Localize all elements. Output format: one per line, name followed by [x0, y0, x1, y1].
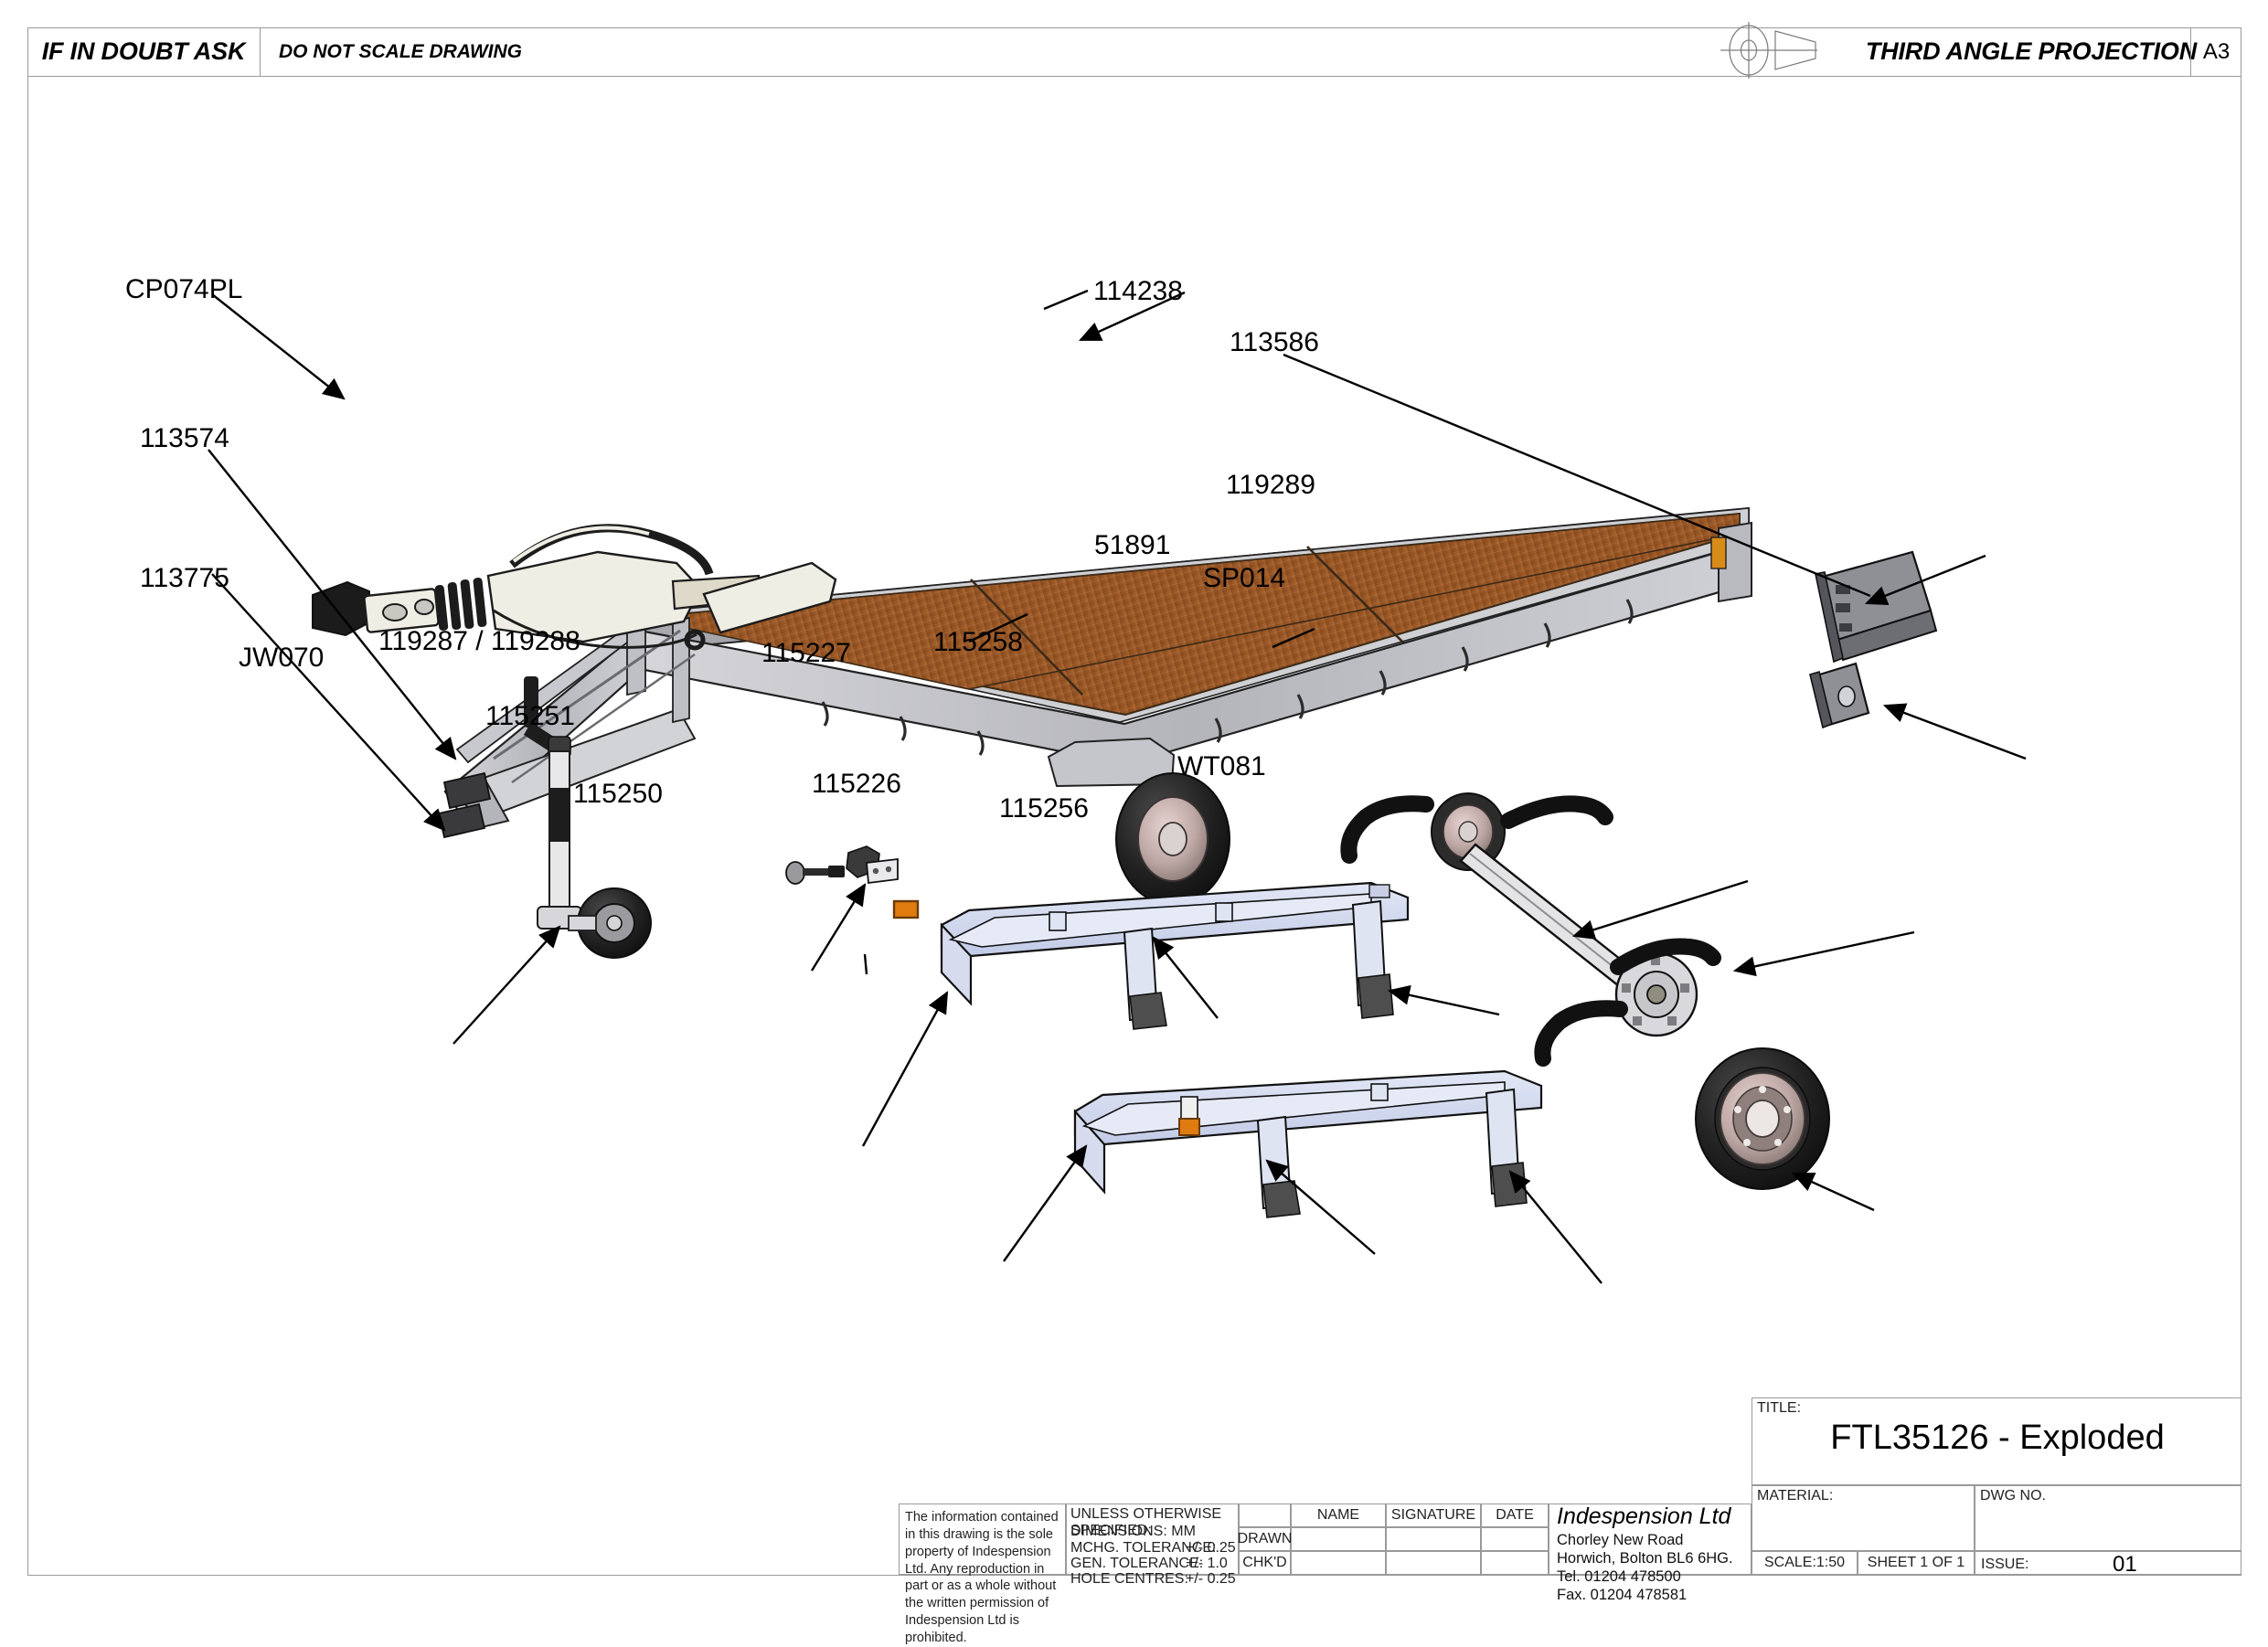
approval-drawn-signature[interactable] — [1386, 1527, 1481, 1551]
callout-cp074pl: CP074PL — [125, 274, 243, 304]
callout-119289: 119289 — [1226, 470, 1315, 500]
copyright-note-cell: The information contained in this drawin… — [899, 1504, 1066, 1645]
approval-header-date: DATE — [1481, 1504, 1549, 1527]
issue-label: ISSUE: — [1981, 1557, 2029, 1572]
approval-header-signature: SIGNATURE — [1386, 1504, 1481, 1527]
leader-lines-plain — [863, 289, 1871, 975]
spec-row-3-label: HOLE CENTRES: — [1070, 1571, 1188, 1587]
scale-cell: SCALE:1:50 — [1752, 1551, 1858, 1575]
lower-mudguard-rail-assembly — [1073, 1069, 1543, 1218]
callout-115258: 115258 — [933, 627, 1023, 657]
material-cell: MATERIAL: — [1752, 1485, 1975, 1551]
company-name: Indespension Ltd — [1557, 1504, 1731, 1529]
approval-chkd-signature[interactable] — [1386, 1551, 1481, 1575]
approval-col-name: NAME — [1316, 1507, 1360, 1523]
callout-113574: 113574 — [140, 423, 229, 453]
sheet-size-label: A3 — [2202, 38, 2231, 64]
sheet-size-box: A3 — [2190, 27, 2241, 76]
copyright-note: The information contained in this drawin… — [905, 1510, 1059, 1645]
exploded-assembly-drawing — [208, 289, 2027, 1284]
spec-heading: UNLESS OTHERWISE SPECIFIED: — [1070, 1506, 1222, 1538]
title-cell: TITLE: FTL35126 - Exploded — [1752, 1397, 2241, 1485]
spec-cell: UNLESS OTHERWISE SPECIFIED: DIMENSIONS: … — [1066, 1504, 1239, 1587]
spec-row-2-value: +/- 1.0 — [1186, 1556, 1228, 1571]
callout-113586: 113586 — [1230, 327, 1319, 357]
third-angle-projection-icon — [1720, 22, 1817, 79]
do-not-scale-label: DO NOT SCALE DRAWING — [279, 40, 522, 62]
callout-51891: 51891 — [1094, 530, 1171, 560]
company-cell: Indespension Ltd Chorley New Road Horwic… — [1549, 1504, 1752, 1603]
callout-wt081: WT081 — [1177, 751, 1266, 781]
issue-value: 01 — [2113, 1552, 2137, 1577]
callout-115227: 115227 — [761, 638, 851, 668]
callout-sp014: SP014 — [1203, 563, 1286, 593]
axle-assembly — [1340, 792, 1721, 1067]
drawing-frame — [27, 27, 2241, 1576]
callout-114238: 114238 — [1093, 276, 1183, 306]
if-in-doubt-box: IF IN DOUBT ASK — [27, 27, 261, 76]
drawing-sheet: IF IN DOUBT ASK DO NOT SCALE DRAWING THI… — [27, 22, 2241, 1645]
spec-row-2-label: GEN. TOLERANCE: — [1070, 1556, 1204, 1571]
upper-mudguard-rail-assembly — [940, 881, 1410, 1030]
callout-115251: 115251 — [485, 701, 575, 731]
coupling-head-assembly — [312, 524, 837, 651]
header-rule — [27, 76, 2241, 77]
approval-row-chkd-label: CHK'D — [1239, 1551, 1291, 1575]
spare-road-wheel — [1695, 1047, 1830, 1190]
trailer-deck — [627, 506, 1752, 788]
company-fax: Fax. 01204 478581 — [1557, 1587, 1688, 1604]
approval-label-chkd: CHK'D — [1242, 1555, 1287, 1570]
scale-value: SCALE:1:50 — [1763, 1555, 1846, 1570]
approval-col-date: DATE — [1496, 1507, 1534, 1523]
approval-row-drawn-label: DRAWN — [1237, 1527, 1293, 1551]
dwg-no-cell: DWG NO. — [1975, 1485, 2241, 1551]
approval-header-name: NAME — [1291, 1504, 1386, 1527]
projection-note: THIRD ANGLE PROJECTION — [1866, 27, 2197, 76]
approval-chkd-name[interactable] — [1291, 1551, 1386, 1575]
approval-chkd-date[interactable] — [1481, 1551, 1549, 1575]
callout-113775: 113775 — [140, 563, 229, 593]
dwg-no-label: DWG NO. — [1980, 1488, 2046, 1504]
trailer-road-wheel — [1115, 772, 1230, 906]
approval-drawn-name[interactable] — [1291, 1527, 1386, 1551]
issue-cell: ISSUE: 01 — [1975, 1551, 2241, 1577]
if-in-doubt-label: IF IN DOUBT ASK — [41, 37, 246, 65]
sheet-value: SHEET 1 OF 1 — [1867, 1555, 1965, 1570]
jockey-wheel-assembly — [524, 676, 652, 959]
company-address-line2: Horwich, Bolton BL6 6HG. — [1557, 1550, 1733, 1567]
sheet-cell: SHEET 1 OF 1 — [1858, 1551, 1975, 1575]
leader-lines — [208, 291, 2027, 1284]
spec-row-1-label: MCHG. TOLERANCE: — [1070, 1540, 1217, 1556]
drawing-title: FTL35126 - Exploded — [1830, 1419, 2165, 1457]
approval-drawn-date[interactable] — [1481, 1527, 1549, 1551]
small-fasteners-group — [785, 845, 920, 919]
spec-row-0-label: DIMENSIONS: MM — [1070, 1524, 1196, 1539]
spec-row-3-value: +/- 0.25 — [1186, 1571, 1236, 1587]
approval-label-drawn: DRAWN — [1237, 1531, 1293, 1546]
company-tel: Tel. 01204 478500 — [1557, 1568, 1681, 1586]
callout-jw070: JW070 — [239, 643, 325, 673]
projection-label: THIRD ANGLE PROJECTION — [1865, 37, 2197, 65]
approval-col-signature: SIGNATURE — [1390, 1507, 1476, 1523]
do-not-scale-note: DO NOT SCALE DRAWING — [279, 27, 522, 76]
callout-115256: 115256 — [999, 793, 1089, 824]
company-address-line1: Chorley New Road — [1557, 1532, 1684, 1548]
material-label: MATERIAL: — [1757, 1488, 1834, 1504]
approval-corner-cell — [1239, 1504, 1291, 1527]
title-label: TITLE: — [1757, 1400, 1802, 1416]
spec-row-1-value: +/- 0.25 — [1186, 1540, 1236, 1556]
callout-115226: 115226 — [812, 769, 901, 799]
callout-115250: 115250 — [573, 779, 663, 809]
callout-119287-119288: 119287 / 119288 — [378, 626, 580, 656]
